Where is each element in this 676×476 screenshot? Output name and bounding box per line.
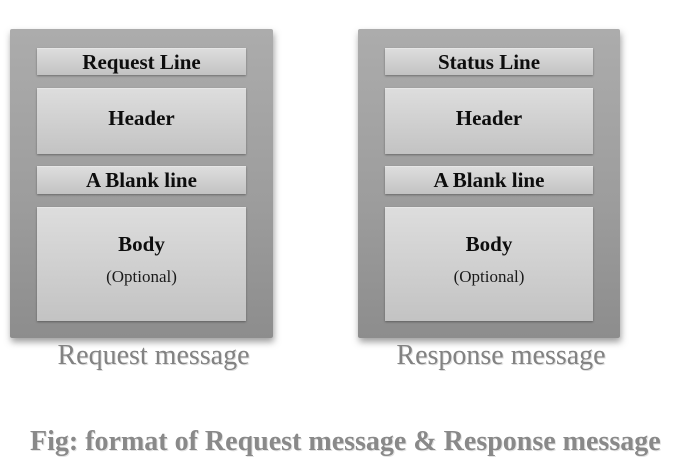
request-message-caption: Request message	[57, 340, 250, 371]
response-body-label: Body	[465, 232, 513, 256]
response-blank-line-label: A Blank line	[433, 168, 545, 192]
response-blank-line-box: A Blank line	[385, 166, 593, 194]
response-header-label: Header	[455, 106, 523, 130]
request-blank-line-label: A Blank line	[86, 168, 197, 192]
request-header-label: Header	[108, 106, 175, 130]
request-body-optional-label: (Optional)	[106, 267, 177, 286]
response-message-caption: Response message	[396, 340, 606, 371]
response-body-optional-label: (Optional)	[453, 267, 525, 286]
response-message-panel: Status Line Header A Blank line Body (Op…	[358, 29, 620, 338]
request-line-box: Request Line	[37, 48, 246, 75]
response-header-box: Header	[385, 88, 593, 154]
response-body-box: Body (Optional)	[385, 207, 593, 321]
request-message-panel: Request Line Header A Blank line Body (O…	[10, 29, 273, 338]
request-body-box: Body (Optional)	[37, 207, 246, 321]
request-body-label: Body	[118, 232, 165, 256]
status-line-label: Status Line	[437, 49, 541, 74]
request-line-label: Request Line	[82, 49, 201, 74]
status-line-box: Status Line	[385, 48, 593, 75]
request-header-box: Header	[37, 88, 246, 154]
figure-caption: Fig: format of Request message & Respons…	[30, 426, 661, 457]
request-blank-line-box: A Blank line	[37, 166, 246, 194]
